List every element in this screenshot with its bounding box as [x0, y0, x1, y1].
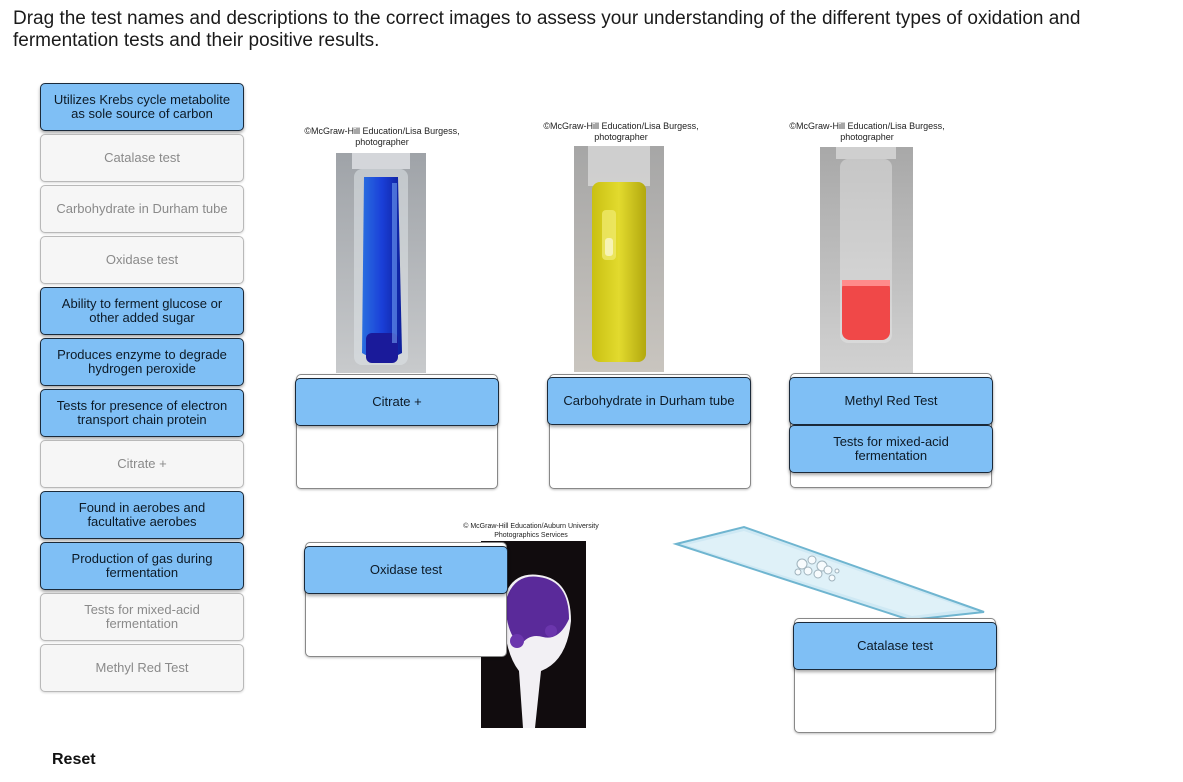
placed-label-mixed-acid[interactable]: Tests for mixed-acid fermentation — [789, 425, 993, 473]
citrate-image-credit: ©McGraw-Hill Education/Lisa Burgess, pho… — [304, 126, 460, 147]
oxidase-image-credit: © McGraw-Hill Education/Auburn Universit… — [463, 523, 599, 539]
placed-label-catalase[interactable]: Catalase test — [793, 622, 997, 670]
bank-card-methyl-red: Methyl Red Test — [40, 644, 244, 692]
bank-card-oxidase: Oxidase test — [40, 236, 244, 284]
methyl-red-tube-image — [820, 147, 913, 375]
bank-card-citrate: Citrate + — [40, 440, 244, 488]
instructions: Drag the test names and descriptions to … — [13, 8, 1081, 51]
placed-label-oxidase[interactable]: Oxidase test — [304, 546, 508, 594]
bank-card-durham: Carbohydrate in Durham tube — [40, 185, 244, 233]
durham-image-credit: ©McGraw-Hill Education/Lisa Burgess, pho… — [543, 121, 699, 142]
bank-card-krebs[interactable]: Utilizes Krebs cycle metabolite as sole … — [40, 83, 244, 131]
bank-card-ferment[interactable]: Ability to ferment glucose or other adde… — [40, 287, 244, 335]
reset-button[interactable]: Reset — [52, 751, 96, 768]
placed-label-durham[interactable]: Carbohydrate in Durham tube — [547, 377, 751, 425]
bank-card-mixed-acid: Tests for mixed-acid fermentation — [40, 593, 244, 641]
bank-card-catalase: Catalase test — [40, 134, 244, 182]
placed-label-methyl-red[interactable]: Methyl Red Test — [789, 377, 993, 425]
bank-card-etc[interactable]: Tests for presence of electron transport… — [40, 389, 244, 437]
bank-card-gas[interactable]: Production of gas during fermentation — [40, 542, 244, 590]
bank-card-peroxide[interactable]: Produces enzyme to degrade hydrogen pero… — [40, 338, 244, 386]
citrate-tube-image — [336, 153, 426, 373]
bank-card-aerobes[interactable]: Found in aerobes and facultative aerobes — [40, 491, 244, 539]
durham-tube-image — [574, 146, 664, 372]
placed-label-citrate[interactable]: Citrate + — [295, 378, 499, 426]
catalase-slide-image — [672, 525, 985, 619]
methyl-red-image-credit: ©McGraw-Hill Education/Lisa Burgess, pho… — [789, 121, 945, 142]
